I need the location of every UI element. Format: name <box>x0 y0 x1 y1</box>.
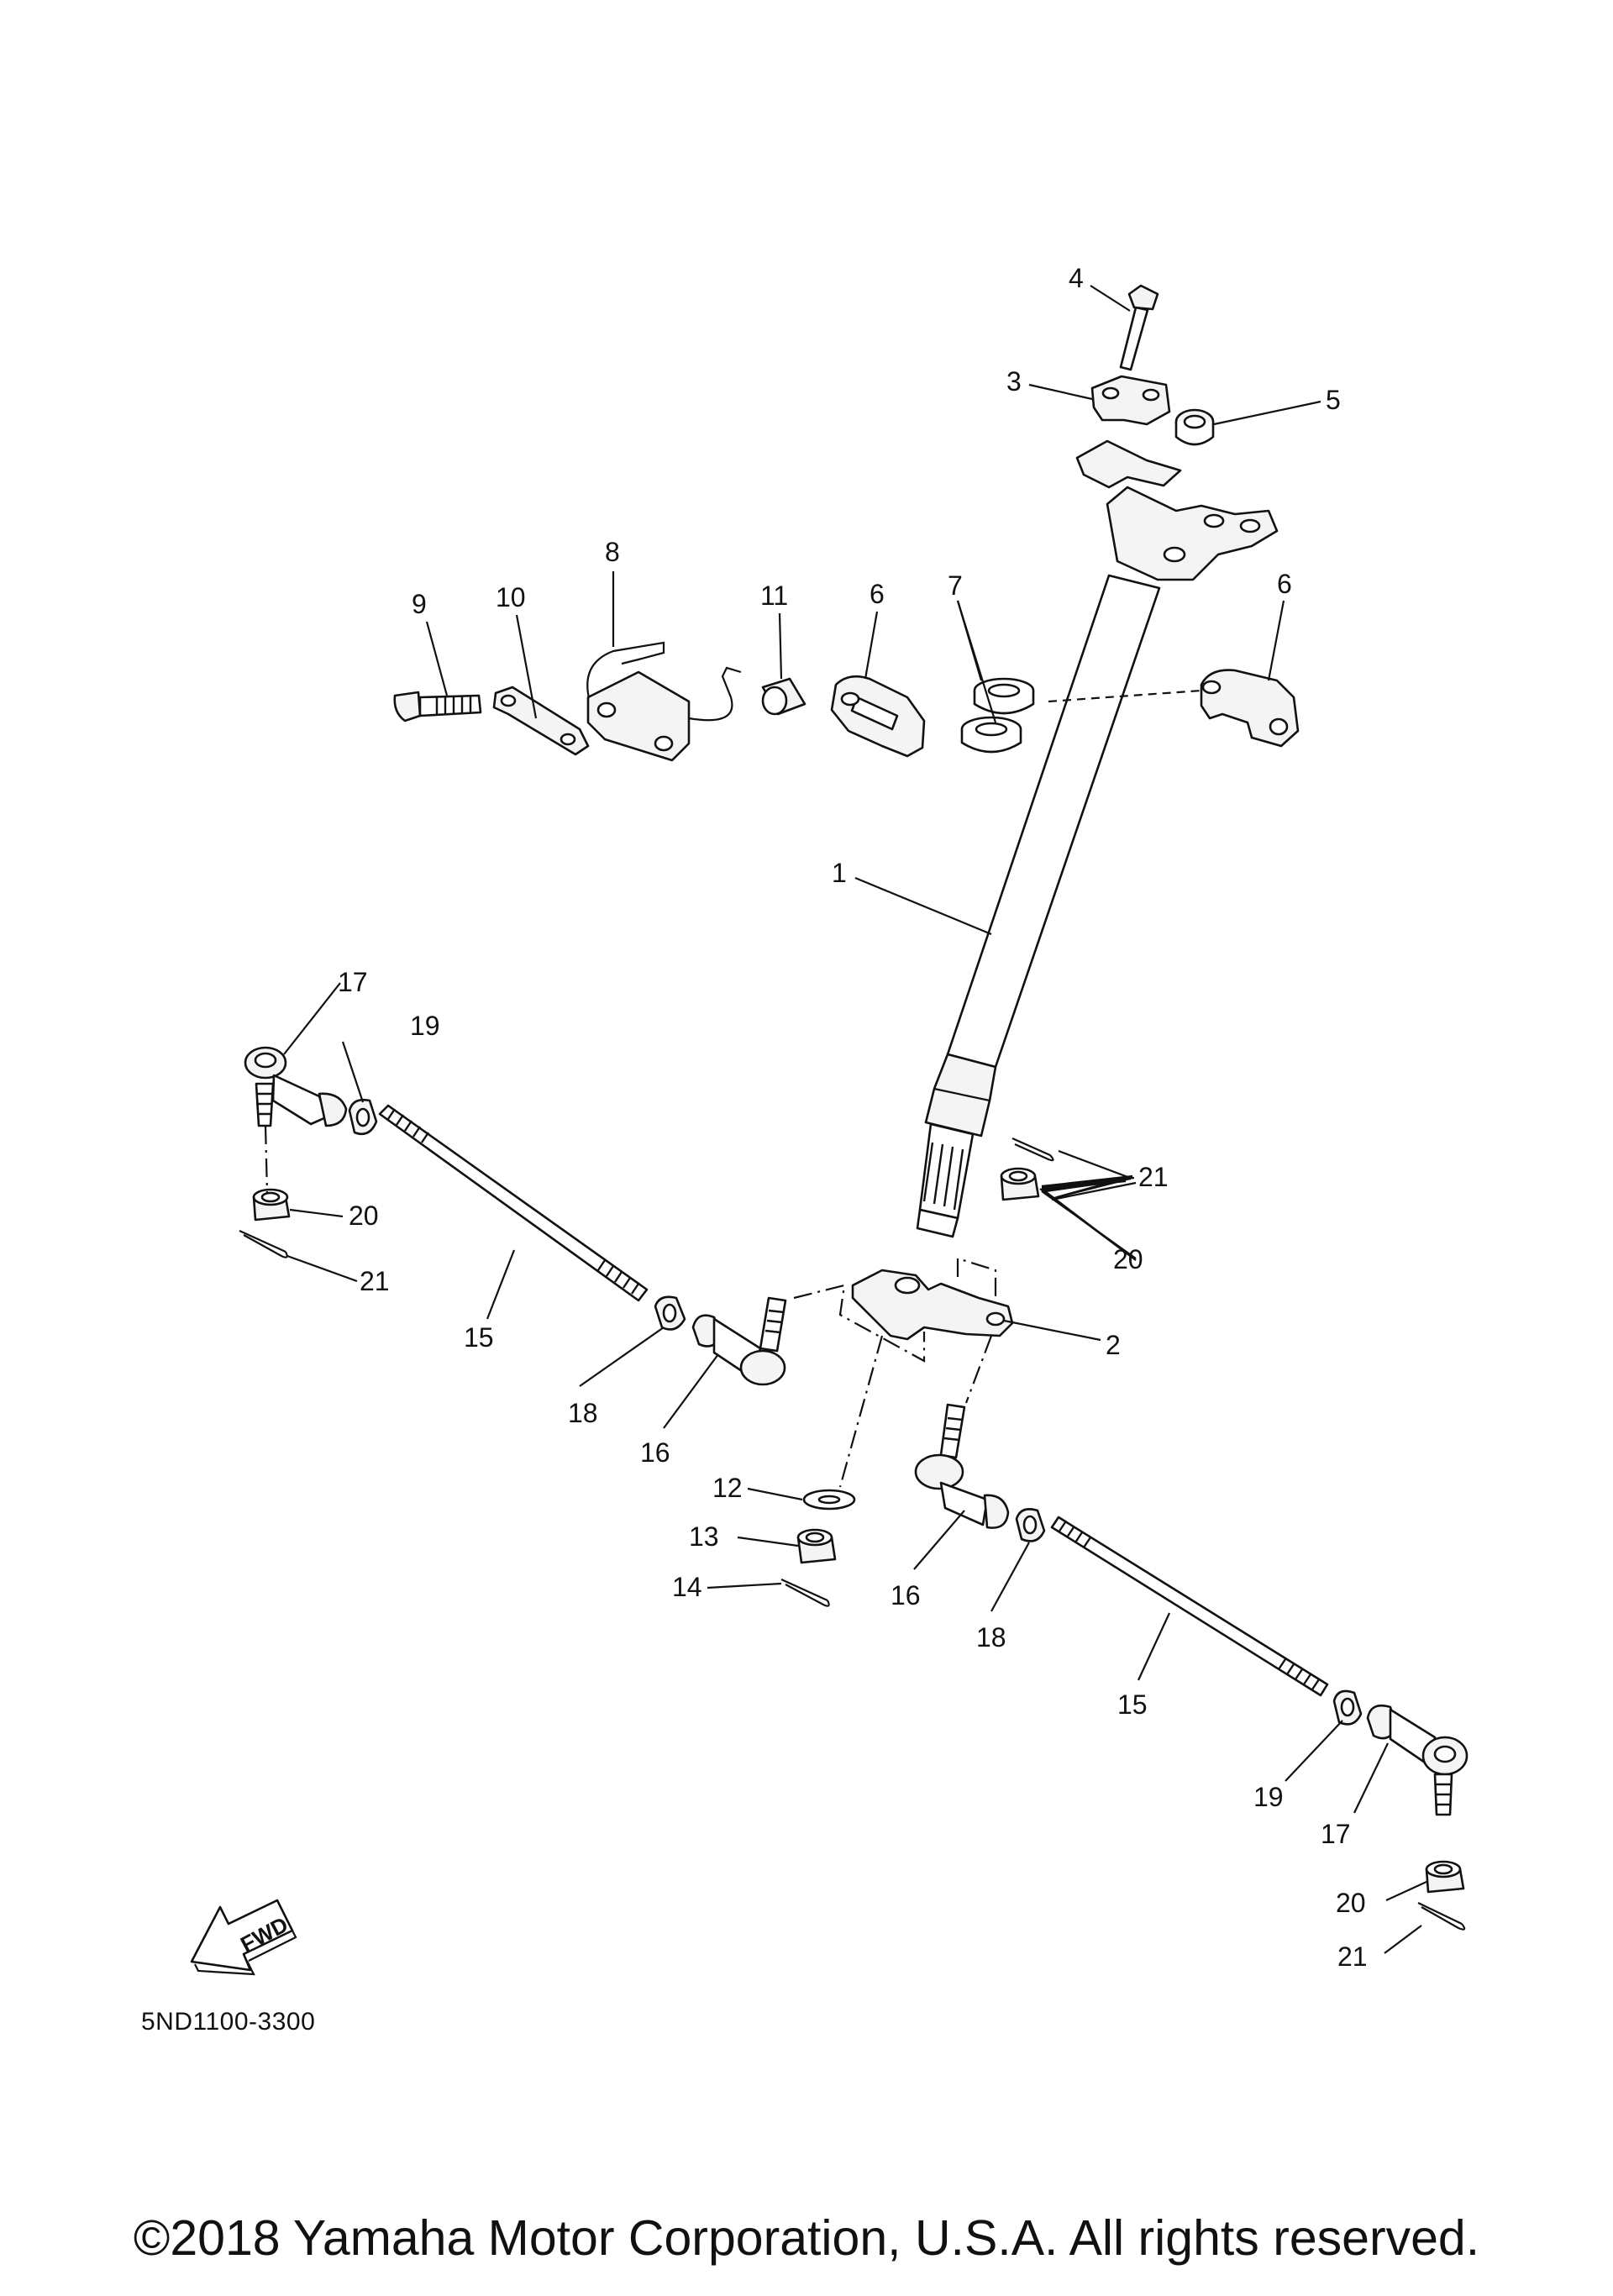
castle-nut-left <box>252 1188 291 1222</box>
callout-8: 8 <box>605 537 620 567</box>
hex-bolt <box>393 691 482 722</box>
callout-21-left: 21 <box>360 1266 390 1296</box>
pitman-cotter-pin <box>780 1578 830 1607</box>
callout-17-right: 17 <box>1321 1819 1351 1849</box>
callout-20-upper: 20 <box>1113 1244 1143 1274</box>
callout-16-right: 16 <box>891 1580 921 1610</box>
cotter-pin-upper <box>1011 1137 1054 1162</box>
callout-21-upper: 21 <box>1138 1162 1169 1192</box>
tie-rod-end-left-outer <box>244 1046 348 1127</box>
leader-lines-lower <box>283 982 1427 1954</box>
callout-13: 13 <box>689 1521 719 1552</box>
callout-7: 7 <box>948 570 963 601</box>
cotter-pin-left <box>239 1229 288 1258</box>
callout-2: 2 <box>1106 1330 1121 1360</box>
bushing-set <box>960 677 1035 754</box>
callout-17-left: 17 <box>338 967 368 997</box>
callout-6-right: 6 <box>1277 569 1292 599</box>
leader-lines <box>425 285 1321 1342</box>
castle-nut-right <box>1425 1860 1465 1894</box>
tie-rod-end-right-inner <box>914 1403 1010 1529</box>
column-bushing-right <box>1200 669 1300 748</box>
pitman-nut <box>796 1528 837 1564</box>
lock-washer <box>492 686 590 756</box>
callout-19-right: 19 <box>1253 1782 1284 1812</box>
copyright-notice: ©2018 Yamaha Motor Corporation, U.S.A. A… <box>133 2210 1480 2266</box>
tie-rod-end-right-outer <box>1366 1704 1469 1816</box>
tie-rod-left <box>378 1104 649 1302</box>
bracket-clip <box>586 641 742 762</box>
locknut-left-outer <box>348 1098 378 1136</box>
callout-6-left: 6 <box>870 579 885 609</box>
callout-15-right: 15 <box>1117 1689 1148 1720</box>
callout-15-left: 15 <box>464 1322 494 1353</box>
tie-rod-end-left-inner <box>691 1296 787 1386</box>
callout-11: 11 <box>760 581 788 611</box>
castle-nut-upper <box>1000 1167 1040 1201</box>
pitman-guide-lines <box>793 1257 997 1488</box>
flange-bolt <box>1119 284 1159 371</box>
forward-arrow: FWD <box>190 1899 297 1976</box>
part-callouts: 1 2 3 4 5 6 7 6 11 8 10 9 17 19 20 21 15… <box>338 263 1368 1972</box>
callout-18-right: 18 <box>976 1622 1006 1652</box>
callout-12: 12 <box>712 1473 743 1503</box>
callout-4: 4 <box>1069 263 1084 293</box>
column-holder <box>1090 375 1171 426</box>
plain-washer <box>802 1489 856 1511</box>
column-nut <box>1174 408 1215 446</box>
callout-19-left: 19 <box>410 1011 440 1041</box>
callout-14: 14 <box>672 1572 702 1602</box>
callout-1: 1 <box>832 858 847 888</box>
diagram-code: 5ND1100-3300 <box>141 2008 316 2036</box>
left-end-guide <box>264 1125 269 1194</box>
callout-3: 3 <box>1006 366 1022 397</box>
callout-18-left: 18 <box>568 1398 598 1428</box>
callout-21-right: 21 <box>1337 1941 1368 1972</box>
spacer-collar <box>761 677 806 716</box>
locknut-right-outer <box>1332 1689 1363 1726</box>
alignment-line <box>1048 689 1202 703</box>
callout-16-left: 16 <box>640 1437 670 1468</box>
pitman-arm <box>851 1269 1014 1341</box>
tie-rod-right <box>1050 1516 1329 1697</box>
callout-10: 10 <box>496 582 526 612</box>
locknut-right-inner <box>1015 1508 1046 1542</box>
steering-column <box>916 439 1279 1238</box>
column-bushing-left <box>830 675 926 758</box>
locknut-left-inner <box>654 1295 686 1331</box>
callout-20-left: 20 <box>349 1201 379 1231</box>
callout-5: 5 <box>1326 385 1341 415</box>
callout-9: 9 <box>412 589 427 619</box>
cotter-pin-right <box>1417 1902 1466 1931</box>
callout-20-right: 20 <box>1336 1888 1366 1918</box>
